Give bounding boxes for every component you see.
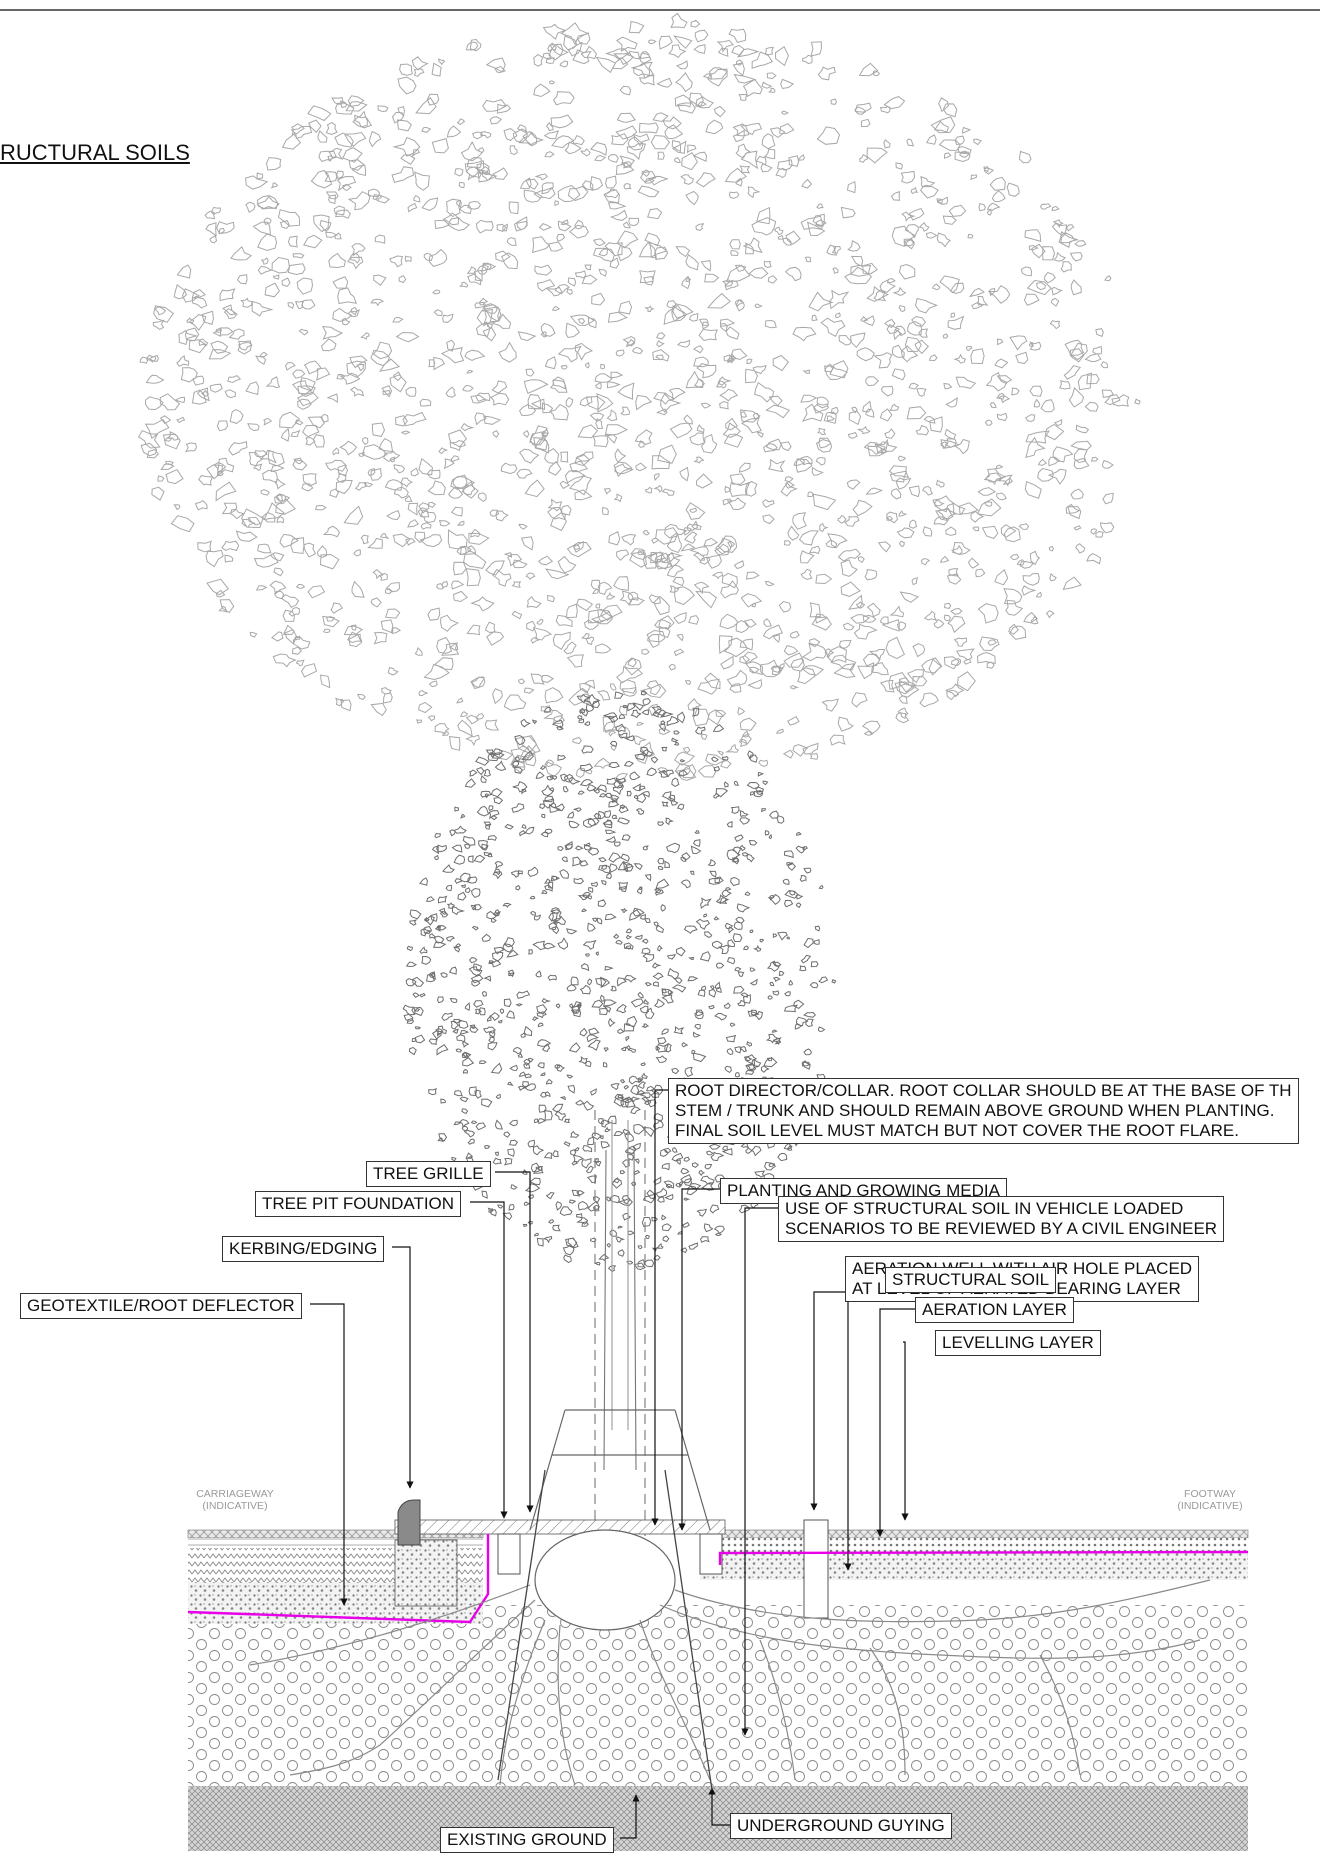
zone-label: FOOTWAY	[1184, 1488, 1236, 1500]
callout-line: ROOT DIRECTOR/COLLAR. ROOT COLLAR SHOULD…	[675, 1081, 1292, 1100]
root-system	[249, 1529, 1211, 1786]
callout-line: FINAL SOIL LEVEL MUST MATCH BUT NOT COVE…	[675, 1121, 1239, 1140]
callout-root-director: ROOT DIRECTOR/COLLAR. ROOT COLLAR SHOULD…	[668, 1078, 1299, 1144]
callout-geotextile: GEOTEXTILE/ROOT DEFLECTOR	[20, 1293, 302, 1319]
callout-line: SCENARIOS TO BE REVIEWED BY A CIVIL ENGI…	[785, 1219, 1218, 1238]
callout-line: USE OF STRUCTURAL SOIL IN VEHICLE LOADED	[785, 1199, 1184, 1218]
callout-underground-guying: UNDERGROUND GUYING	[730, 1813, 952, 1839]
ground-section	[187, 1499, 1249, 1851]
callout-tree-pit-foundation: TREE PIT FOUNDATION	[255, 1191, 462, 1217]
geotextile-deflector	[187, 1534, 1249, 1624]
foliage-scribble	[137, 12, 1141, 784]
callout-structural-soil-review: USE OF STRUCTURAL SOIL IN VEHICLE LOADED…	[778, 1196, 1225, 1242]
callout-existing-ground: EXISTING GROUND	[440, 1827, 614, 1853]
drawing-title: RUCTURAL SOILS	[0, 140, 190, 165]
mature-crown-outline	[137, 12, 1141, 784]
structural-soil-layer	[188, 1605, 1248, 1786]
kerb-block	[397, 1499, 421, 1546]
zone-sublabel: (INDICATIVE)	[1177, 1500, 1243, 1512]
callout-tree-grille: TREE GRILLE	[366, 1161, 491, 1187]
aeration-well	[803, 1519, 829, 1619]
callout-line: STEM / TRUNK AND SHOULD REMAIN ABOVE GRO…	[675, 1101, 1275, 1120]
tree-grille-frame	[529, 1409, 711, 1531]
callout-levelling-layer: LEVELLING LAYER	[935, 1330, 1101, 1356]
zone-carriageway: CARRIAGEWAY (INDICATIVE)	[180, 1488, 290, 1512]
underground-guying	[497, 1469, 713, 1791]
callout-structural-soil: STRUCTURAL SOIL	[885, 1267, 1057, 1293]
tree-trunk	[594, 1110, 646, 1760]
zone-label: CARRIAGEWAY	[196, 1488, 274, 1500]
zone-footway: FOOTWAY (INDICATIVE)	[1160, 1488, 1260, 1512]
existing-ground-layer	[188, 1786, 1248, 1851]
callout-kerbing: KERBING/EDGING	[222, 1236, 385, 1262]
kerb-haunch	[394, 1539, 458, 1607]
callout-aeration-layer: AERATION LAYER	[915, 1297, 1074, 1323]
zone-sublabel: (INDICATIVE)	[202, 1500, 268, 1512]
